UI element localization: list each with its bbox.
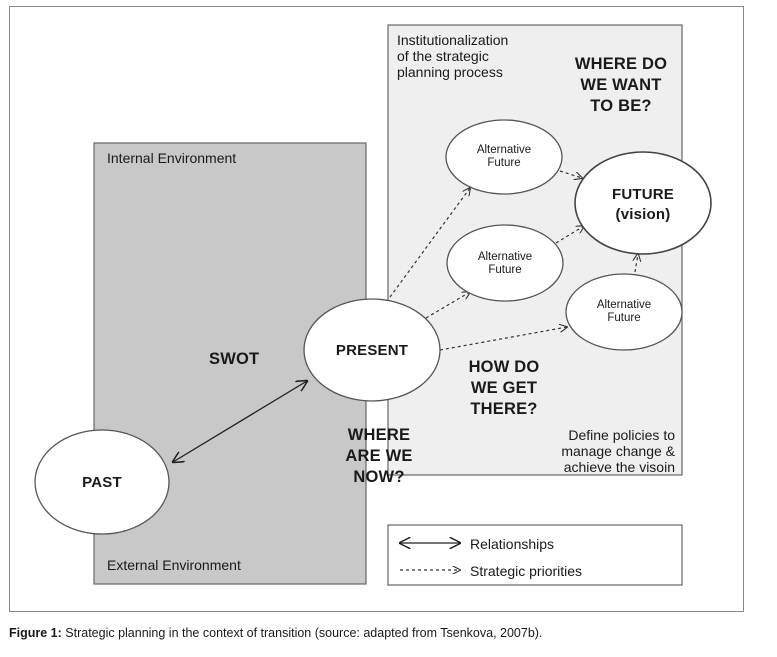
external-environment-label: External Environment <box>107 557 241 573</box>
past-node <box>34 429 170 535</box>
past-label: PAST <box>82 474 122 491</box>
present-node <box>303 298 441 402</box>
alternative-future-3-label: Alternative Future <box>596 299 652 324</box>
alternative-future-2-label: Alternative Future <box>477 251 533 276</box>
relationship-arrow <box>173 381 307 462</box>
priority-arrow-alt1-future <box>559 170 582 178</box>
where-are-we-now-label: WHERE ARE WE NOW? <box>345 426 413 486</box>
alternative-future-1-label: Alternative Future <box>476 144 532 169</box>
future-vision-label: FUTURE (vision) <box>611 186 675 223</box>
alternative-future-1-node <box>445 119 563 195</box>
legend-strategic-priorities-label: Strategic priorities <box>470 563 583 579</box>
define-policies-label: Define policies to manage change & achie… <box>561 427 675 475</box>
alternative-future-2-node <box>446 224 564 302</box>
where-do-we-want-to-be-label: WHERE DO WE WANT TO BE? <box>574 55 668 115</box>
priority-arrow-present-alt2 <box>425 292 470 319</box>
future-vision-node <box>574 151 712 255</box>
alternative-future-3-node <box>565 273 683 351</box>
figure-caption-text: Strategic planning in the context of tra… <box>61 626 543 640</box>
priority-arrow-present-alt1 <box>389 188 470 298</box>
figure-caption: Figure 1: Strategic planning in the cont… <box>9 626 542 640</box>
figure-caption-label: Figure 1: <box>9 626 62 640</box>
priority-arrow-alt3-future <box>634 254 638 279</box>
internal-environment-label: Internal Environment <box>107 150 237 166</box>
swot-label: SWOT <box>209 350 260 368</box>
legend-relationships-label: Relationships <box>470 536 555 552</box>
legend-box <box>387 524 683 586</box>
present-label: PRESENT <box>335 342 409 359</box>
how-do-we-get-there-label: HOW DO WE GET THERE? <box>468 358 540 418</box>
institutionalization-label: Institutionalization of the strategic pl… <box>397 32 509 80</box>
